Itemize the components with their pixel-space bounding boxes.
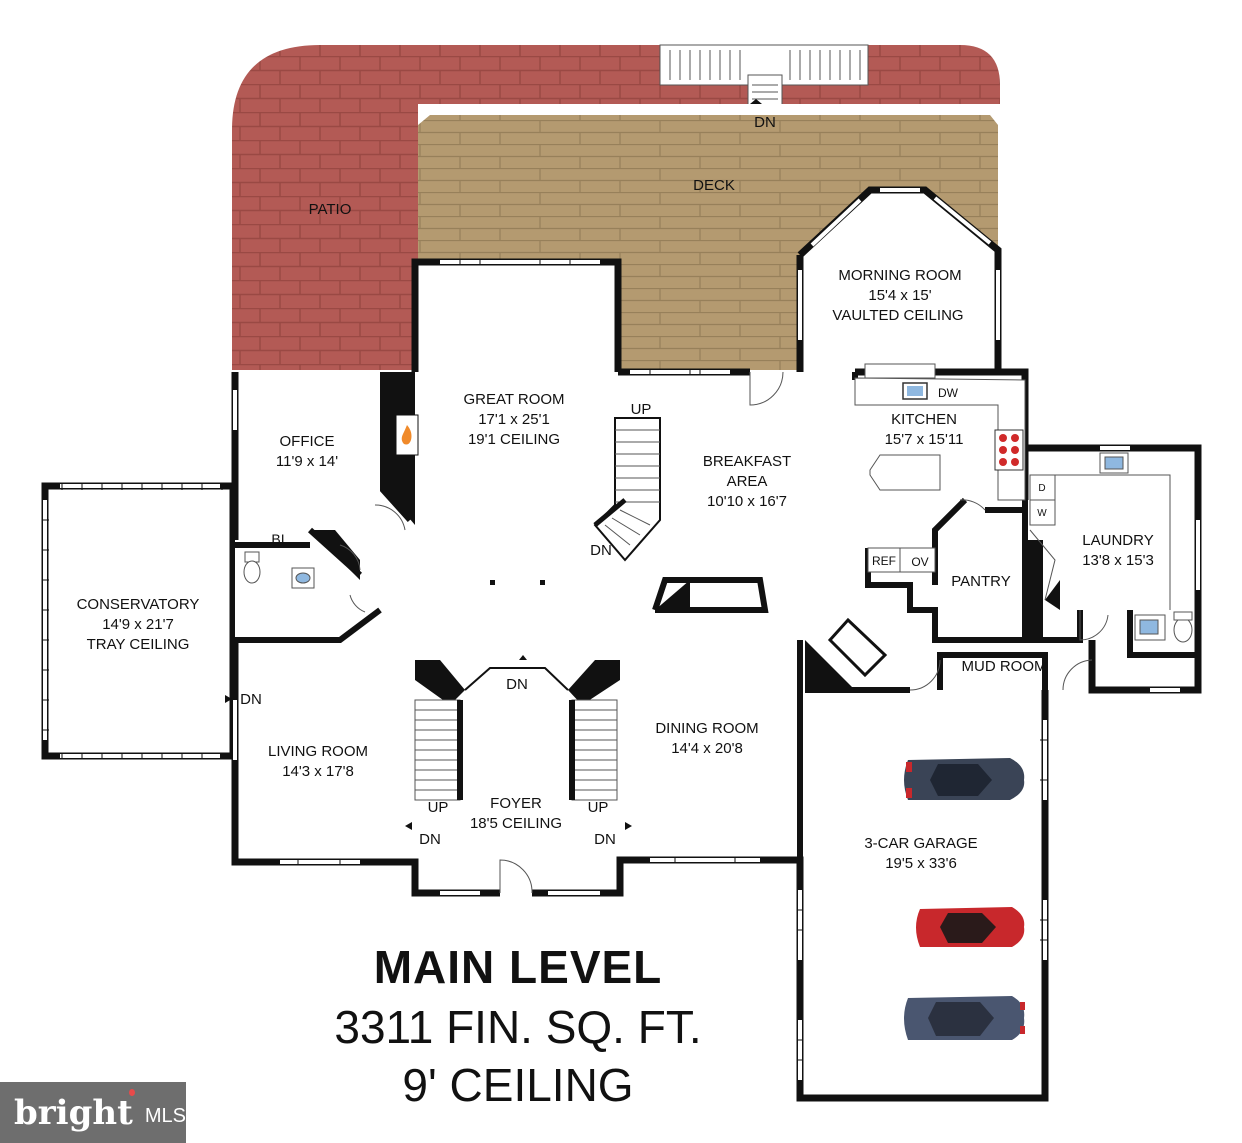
washer-label: W <box>1037 508 1047 519</box>
left-stairs-up: UP <box>427 799 449 816</box>
breakfast-line2: AREA <box>726 473 768 490</box>
cooktop-icon <box>994 429 1024 471</box>
garage-size: 19'5 x 33'6 <box>885 855 957 872</box>
living-room-name: LIVING ROOM <box>267 743 369 760</box>
right-stairs-up: UP <box>587 799 609 816</box>
foyer-dn: DN <box>506 676 528 693</box>
plan-ceiling-height: 9' CEILING <box>402 1059 634 1111</box>
breakfast-size: 10'10 x 16'7 <box>707 493 787 510</box>
dining-room-name: DINING ROOM <box>655 720 759 737</box>
patio-area <box>232 45 748 370</box>
morning-room-name: MORNING ROOM <box>838 267 962 284</box>
mudroom-label: MUD ROOM <box>961 658 1047 675</box>
conservatory-name: CONSERVATORY <box>76 596 200 613</box>
garage-name: 3-CAR GARAGE <box>864 835 978 852</box>
plan-square-footage: 3311 FIN. SQ. FT. <box>334 1001 702 1053</box>
dining-room-size: 14'4 x 20'8 <box>671 740 743 757</box>
laundry-name: LAUNDRY <box>1082 532 1154 549</box>
foyer-name: FOYER <box>490 795 542 812</box>
kitchen-counters <box>854 363 1026 573</box>
great-room-stairs <box>593 417 661 562</box>
patio-area-right <box>782 45 1000 108</box>
office-name: OFFICE <box>279 433 335 450</box>
office-size: 11'9 x 14' <box>275 453 339 470</box>
fireplace-icon <box>401 425 412 445</box>
pantry-label: PANTRY <box>951 573 1011 590</box>
plan-title: MAIN LEVEL <box>373 941 663 993</box>
great-room-name: GREAT ROOM <box>463 391 565 408</box>
patio-label: PATIO <box>308 201 352 218</box>
breakfast-line1: BREAKFAST <box>702 453 792 470</box>
deck-area <box>418 115 998 370</box>
living-room-size: 14'3 x 17'8 <box>282 763 354 780</box>
conservatory-note: TRAY CEILING <box>86 636 190 653</box>
door-swings <box>339 371 1109 894</box>
morning-room-size: 15'4 x 15' <box>868 287 932 304</box>
morning-room-note: VAULTED CEILING <box>832 307 964 324</box>
oven-label: OV <box>911 555 929 569</box>
watermark-brand: bright <box>14 1092 133 1133</box>
great-room-size: 17'1 x 25'1 <box>478 411 550 428</box>
watermark-suffix: MLS <box>144 1105 186 1127</box>
great-room-stairs-up: UP <box>630 401 652 418</box>
deck-dn-label: DN <box>754 114 776 131</box>
kitchen-size: 15'7 x 15'11 <box>884 431 964 448</box>
great-room-note: 19'1 CEILING <box>467 431 561 448</box>
built-in-label: BI <box>271 531 285 547</box>
bright-mls-watermark: bright MLS <box>0 1082 186 1143</box>
car-icon <box>904 758 1025 1040</box>
deck-label: DECK <box>693 177 735 194</box>
foyer-note: 18'5 CEILING <box>469 815 563 832</box>
great-room-stairs-dn: DN <box>590 542 612 559</box>
foyer-stairs <box>414 699 618 801</box>
house-interior <box>235 190 1198 1098</box>
toilet-icon <box>243 551 315 589</box>
refrigerator-label: REF <box>872 554 896 568</box>
dishwasher-label: DW <box>938 386 958 400</box>
conservatory-size: 14'9 x 21'7 <box>102 616 174 633</box>
conservatory-dn: DN <box>240 691 262 708</box>
dryer-label: D <box>1038 483 1046 494</box>
laundry-size: 13'8 x 15'3 <box>1082 552 1154 569</box>
interior-walls <box>235 372 1198 860</box>
kitchen-name: KITCHEN <box>891 411 957 428</box>
right-stairs-dn: DN <box>594 831 616 848</box>
left-stairs-dn: DN <box>419 831 441 848</box>
watermark-dot-icon <box>128 1089 135 1096</box>
